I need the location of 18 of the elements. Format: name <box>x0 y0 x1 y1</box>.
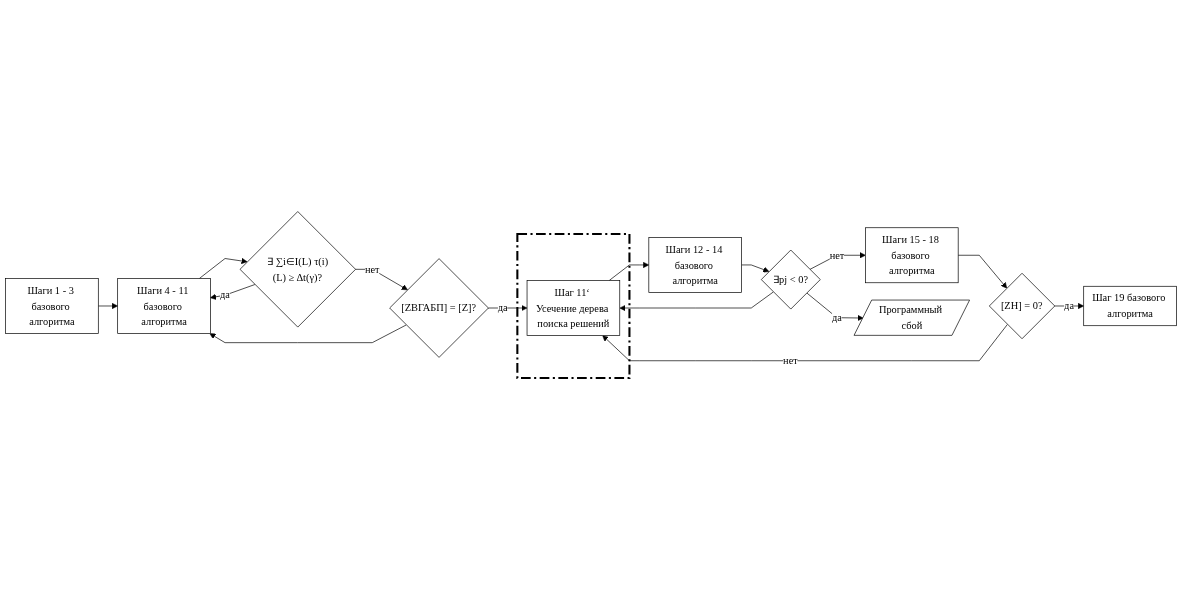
edge-label: да <box>497 302 508 314</box>
edge-label: да <box>1064 300 1075 312</box>
node-box: Шаги 15 - 18 базового алгоритма <box>865 227 959 284</box>
edge-label: нет <box>829 249 845 261</box>
node-box: Шаг 11‘ Усечение дерева поиска решений <box>526 280 621 337</box>
node-diamond: [ZВГАБП] = [Z]? <box>389 258 489 358</box>
edge-label: да <box>832 312 842 324</box>
node-box: Шаги 12 - 14 базового алгоритма <box>648 237 742 293</box>
edge-label: нет <box>783 355 798 367</box>
node-box: Шаг 19 базового алгоритма <box>1083 286 1177 327</box>
edge-label: нет <box>364 263 380 275</box>
edge-label: да <box>220 289 230 301</box>
node-diamond: ∃ ∑i∈I(L) τ(i)(L) ≥ Δt(γ)? <box>239 211 356 328</box>
cluster <box>516 233 631 380</box>
node-diamond: ∃pj < 0? <box>760 249 821 310</box>
node-diamond: [ZН] = 0? <box>988 273 1056 340</box>
node-box: Шаги 1 - 3 базового алгоритма <box>5 278 99 335</box>
node-box: Шаги 4 - 11 базового алгоритма <box>117 278 211 335</box>
